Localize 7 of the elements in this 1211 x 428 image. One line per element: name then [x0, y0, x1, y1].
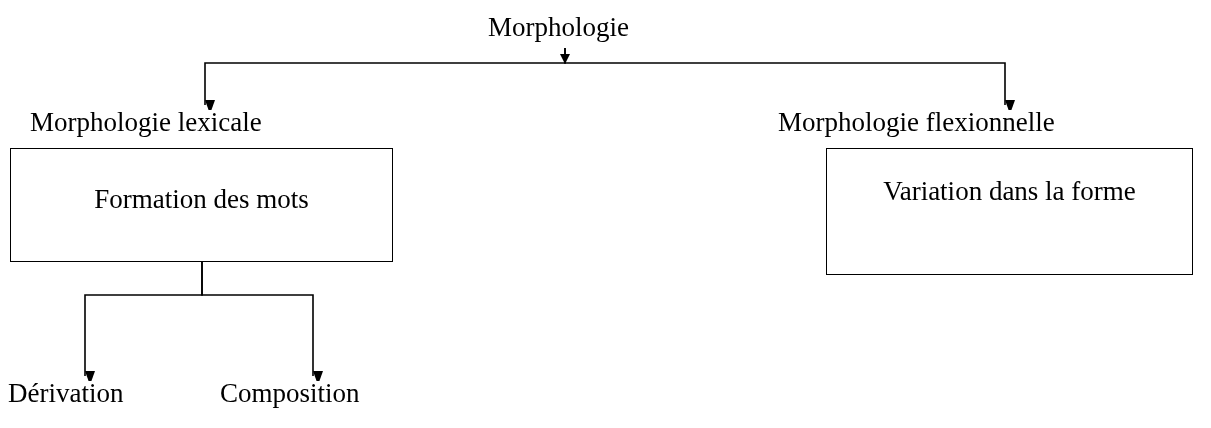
- box-text: Formation des mots: [93, 183, 310, 216]
- box-text: Variation dans la forme: [882, 175, 1137, 208]
- heading-label: Morphologie lexicale: [30, 106, 262, 139]
- node-label: Composition: [220, 377, 360, 410]
- node-label: Dérivation: [8, 377, 124, 410]
- heading-label: Morphologie flexionnelle: [778, 106, 1055, 139]
- node-label: Morphologie: [488, 11, 629, 44]
